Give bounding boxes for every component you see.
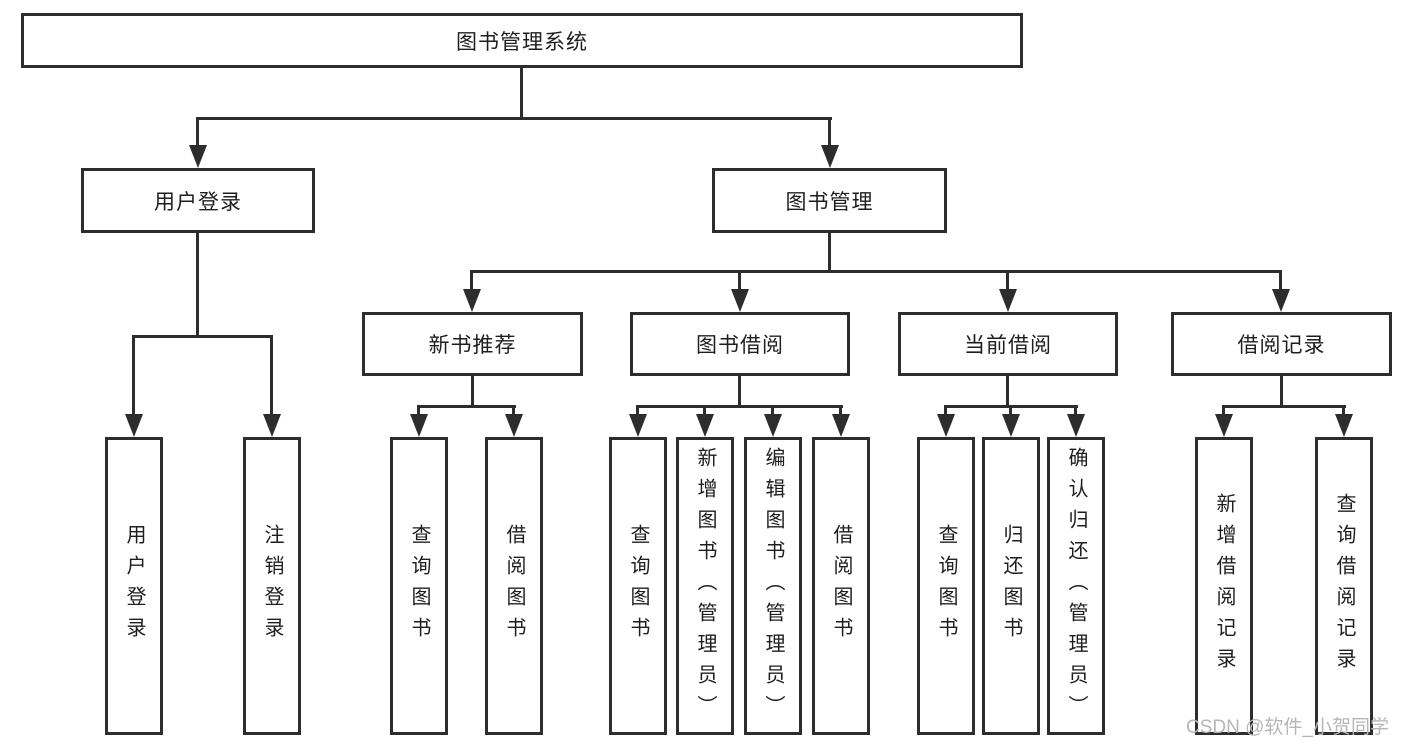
connector-line xyxy=(636,405,639,418)
leaf-label: 查询图书 xyxy=(935,524,957,648)
arrow-down-icon xyxy=(696,414,714,437)
connector-line xyxy=(417,405,420,418)
leaf-borrow-books: 借阅图书 xyxy=(812,437,870,735)
arrow-down-icon xyxy=(764,414,782,437)
node-label: 图书管理 xyxy=(785,190,874,214)
node-label: 用户登录 xyxy=(154,190,242,214)
arrow-down-icon xyxy=(1335,414,1353,437)
node-borrowing-records: 借阅记录 xyxy=(1171,312,1392,376)
arrow-down-icon xyxy=(125,414,143,437)
arrow-down-icon xyxy=(832,414,850,437)
connector-line xyxy=(636,405,843,408)
leaf-label: 注销登录 xyxy=(261,524,283,648)
connector-line xyxy=(1006,270,1009,293)
arrow-down-icon xyxy=(189,145,207,168)
leaf-label: 新增借阅记录 xyxy=(1213,493,1235,679)
node-label: 新书推荐 xyxy=(428,334,517,357)
node-label: 当前借阅 xyxy=(964,334,1052,357)
node-label: 图书借阅 xyxy=(696,334,784,357)
connector-line xyxy=(196,117,199,149)
connector-line xyxy=(470,270,473,293)
leaf-confirm-return-admin: 确认归还（管理员） xyxy=(1047,437,1105,735)
leaf-label: 查询图书 xyxy=(627,524,649,648)
connector-line xyxy=(738,270,741,293)
connector-line xyxy=(771,405,774,418)
node-new-book-recommendation: 新书推荐 xyxy=(362,312,583,376)
leaf-label: 用户登录 xyxy=(123,524,145,648)
leaf-borrow-books-recommend: 借阅图书 xyxy=(485,437,543,735)
connector-line xyxy=(1222,405,1225,418)
leaf-query-borrow-record: 查询借阅记录 xyxy=(1315,437,1373,735)
connector-line xyxy=(1009,405,1012,418)
connector-line xyxy=(520,68,523,119)
leaf-label: 新增图书（管理员） xyxy=(694,446,716,726)
leaf-label: 确认归还（管理员） xyxy=(1065,446,1087,726)
connector-line xyxy=(132,335,135,418)
connector-line xyxy=(270,335,273,418)
node-current-borrowing: 当前借阅 xyxy=(898,312,1118,376)
node-book-borrowing: 图书借阅 xyxy=(630,312,850,376)
connector-line xyxy=(1342,405,1345,418)
node-library-management-system: 图书管理系统 xyxy=(21,13,1023,68)
arrow-down-icon xyxy=(999,289,1017,312)
arrow-down-icon xyxy=(263,414,281,437)
leaf-label: 归还图书 xyxy=(1000,524,1022,648)
leaf-add-books-admin: 新增图书（管理员） xyxy=(676,437,734,735)
leaf-label: 查询借阅记录 xyxy=(1333,493,1355,679)
connector-line xyxy=(703,405,706,418)
arrow-down-icon xyxy=(1002,414,1020,437)
connector-line xyxy=(471,376,474,407)
connector-line xyxy=(132,335,273,338)
arrow-down-icon xyxy=(505,414,523,437)
connector-line xyxy=(512,405,515,418)
connector-line xyxy=(1279,270,1282,293)
arrow-down-icon xyxy=(463,289,481,312)
arrow-down-icon xyxy=(1272,289,1290,312)
leaf-query-books-recommend: 查询图书 xyxy=(390,437,448,735)
node-book-management: 图书管理 xyxy=(712,168,947,233)
connector-line xyxy=(471,270,1282,273)
leaf-label: 查询图书 xyxy=(408,524,430,648)
leaf-edit-books-admin: 编辑图书（管理员） xyxy=(744,437,802,735)
arrow-down-icon xyxy=(937,414,955,437)
arrow-down-icon xyxy=(821,145,839,168)
leaf-logout: 注销登录 xyxy=(243,437,301,735)
connector-line xyxy=(738,376,741,407)
arrow-down-icon xyxy=(1215,414,1233,437)
leaf-query-books-borrowing: 查询图书 xyxy=(609,437,667,735)
leaf-user-login: 用户登录 xyxy=(105,437,163,735)
connector-line xyxy=(839,405,842,418)
connector-line xyxy=(196,233,199,337)
connector-line xyxy=(828,117,831,149)
leaf-label: 借阅图书 xyxy=(830,524,852,648)
leaf-add-borrow-record: 新增借阅记录 xyxy=(1195,437,1253,735)
leaf-return-books: 归还图书 xyxy=(982,437,1040,735)
leaf-query-books-current: 查询图书 xyxy=(917,437,975,735)
csdn-watermark: CSDN @软件_小贺同学 xyxy=(1186,717,1389,738)
arrow-down-icon xyxy=(731,289,749,312)
arrow-down-icon xyxy=(410,414,428,437)
connector-line xyxy=(417,405,516,408)
leaf-label: 编辑图书（管理员） xyxy=(762,446,784,726)
connector-line xyxy=(1280,376,1283,407)
node-user-login: 用户登录 xyxy=(81,168,315,233)
connector-line xyxy=(1222,405,1346,408)
connector-line xyxy=(196,117,832,120)
connector-line xyxy=(1006,376,1009,407)
arrow-down-icon xyxy=(1067,414,1085,437)
leaf-label: 借阅图书 xyxy=(503,524,525,648)
connector-line xyxy=(828,233,831,273)
arrow-down-icon xyxy=(629,414,647,437)
node-label: 图书管理系统 xyxy=(456,30,588,54)
connector-line xyxy=(1074,405,1077,418)
node-label: 借阅记录 xyxy=(1237,334,1326,357)
connector-line xyxy=(944,405,947,418)
